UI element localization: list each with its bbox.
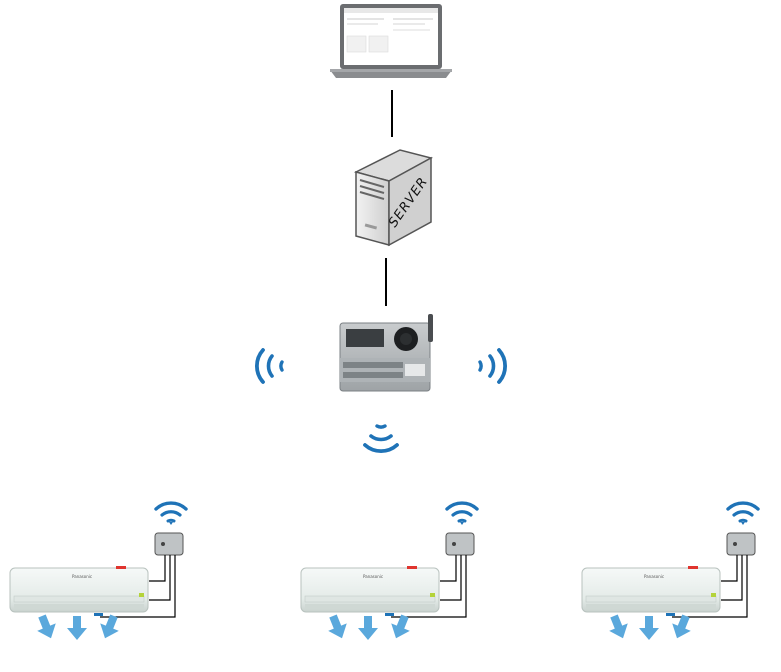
ac-brand-label: Panasonic	[644, 574, 664, 579]
ac-sensor-module-icon	[726, 532, 756, 556]
ac-unit-1: Panasonic	[9, 501, 188, 642]
wifi-signal-icon	[445, 501, 479, 527]
airflow-arrow-icon	[604, 612, 633, 642]
ac-unit-icon: Panasonic	[9, 566, 149, 616]
airflow-arrow-icon	[358, 616, 378, 640]
gateway-controller-icon	[339, 314, 433, 392]
ac-sensor-module-icon	[445, 532, 475, 556]
wifi-signal-icon	[363, 424, 399, 453]
wifi-signal-icon	[154, 501, 188, 527]
ac-module-wiring	[100, 555, 176, 618]
ac-module-wiring	[391, 555, 467, 618]
ac-unit-icon: Panasonic	[300, 566, 440, 616]
wifi-signal-icon	[255, 348, 284, 384]
airflow-arrow-icon	[32, 612, 61, 642]
ac-unit-3: Panasonic	[581, 501, 760, 642]
wifi-signal-icon	[478, 348, 507, 384]
ac-brand-label: Panasonic	[363, 574, 383, 579]
ac-unit-icon: Panasonic	[581, 566, 721, 616]
ac-sensor-module-icon	[154, 532, 184, 556]
airflow-arrow-icon	[639, 616, 659, 640]
ac-unit-2: Panasonic	[300, 501, 479, 642]
laptop-icon	[330, 4, 452, 78]
airflow-arrow-icon	[67, 616, 87, 640]
ac-brand-label: Panasonic	[72, 574, 92, 579]
server-icon: SERVER	[353, 149, 434, 247]
wifi-signal-icon	[726, 501, 760, 527]
ac-module-wiring	[672, 555, 748, 618]
airflow-arrow-icon	[323, 612, 352, 642]
